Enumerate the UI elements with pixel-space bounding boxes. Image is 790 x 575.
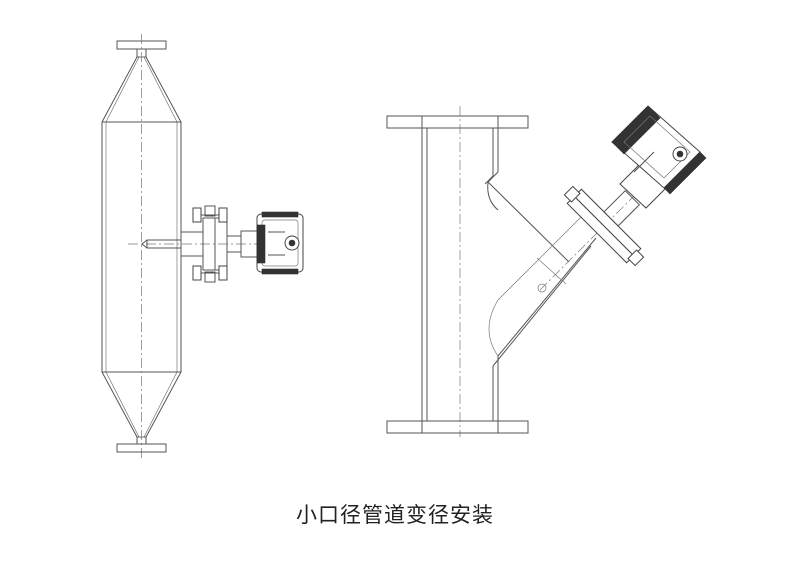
diagram-caption: 小口径管道变径安装 <box>296 503 494 527</box>
main-pipe-top-flange <box>386 115 529 129</box>
vessel-reducer-drawing <box>101 34 304 460</box>
vessel-body <box>101 34 182 460</box>
side-mounting-flange <box>180 205 228 283</box>
angled-branch <box>484 171 641 367</box>
bottom-flange <box>116 437 167 453</box>
transmitter-head-right <box>611 105 707 209</box>
main-pipe <box>421 106 499 437</box>
branch-flange <box>563 185 645 267</box>
transmitter-head-left <box>226 211 304 275</box>
main-pipe-bottom-flange <box>386 420 529 434</box>
y-branch-pipe-drawing <box>386 105 707 437</box>
probe-insertion <box>128 239 265 249</box>
